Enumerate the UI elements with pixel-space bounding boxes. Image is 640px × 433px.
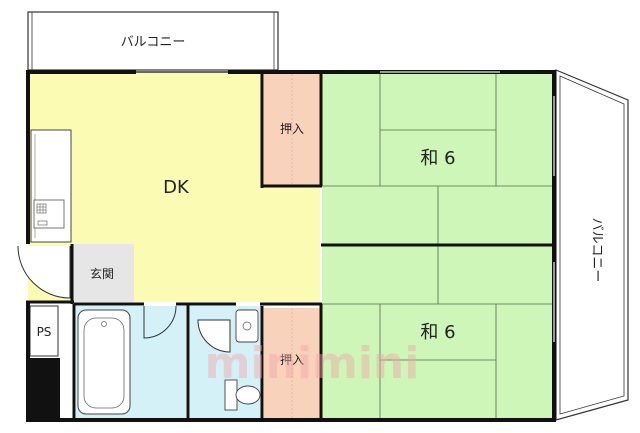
entrance-label: 玄関	[90, 266, 114, 281]
washitsu-bottom-label: 和 6	[420, 322, 455, 343]
closet-top: 押入	[264, 74, 320, 186]
bathroom-door	[143, 305, 177, 339]
washitsu-bottom: 和 6	[322, 246, 554, 418]
kitchen-counter	[30, 129, 72, 243]
bathroom	[76, 306, 186, 418]
washitsu-top: 和 6	[322, 74, 554, 244]
closet-top-label: 押入	[280, 122, 304, 136]
balcony-right-label: バルコニー	[589, 218, 604, 283]
watermark: minimini	[205, 338, 420, 389]
dk-label: DK	[163, 177, 190, 198]
entrance: 玄関	[72, 244, 134, 302]
balcony-right: バルコニー	[555, 69, 629, 421]
walls	[26, 70, 556, 422]
toilet-room	[190, 306, 262, 418]
ps-shaft: PS	[29, 305, 60, 418]
ps-label: PS	[37, 325, 52, 339]
balcony-top-label: バルコニー	[121, 35, 186, 50]
closet-bottom-label: 押入	[280, 353, 304, 367]
entrance-door	[17, 245, 71, 299]
washitsu-top-label: 和 6	[420, 148, 455, 169]
closet-bottom: 押入	[264, 308, 320, 418]
balcony-top: バルコニー	[27, 11, 279, 71]
